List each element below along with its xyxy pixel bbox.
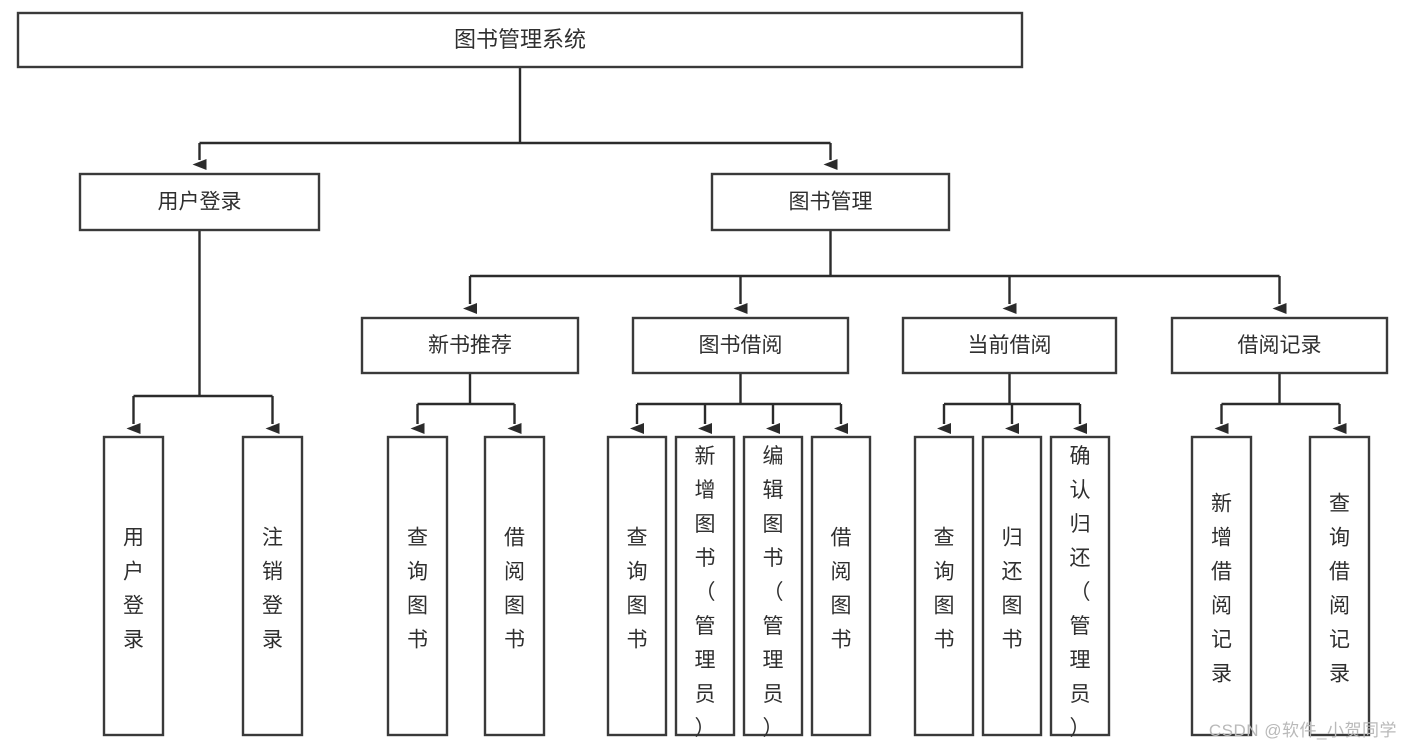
node-return-book-label: 归还图书 [1002,527,1023,652]
node-borrow-book-1-box[interactable] [483,435,546,737]
node-query-book-3-label: 查询图书 [934,527,955,652]
node-return-book[interactable]: 归还图书 [981,435,1043,737]
node-user-login-do[interactable]: 用户登录 [102,435,165,737]
node-borrow-book-2-box[interactable] [810,435,872,737]
node-book-borrow-box[interactable] [631,316,850,375]
node-root[interactable]: 图书管理系统 [16,11,1024,69]
node-add-borrow-record[interactable]: 新增借阅记录 [1190,435,1253,737]
node-query-borrow-record[interactable]: 查询借阅记录 [1308,435,1371,737]
node-root-label: 图书管理系统 [454,27,586,52]
node-query-borrow-record-box[interactable] [1308,435,1371,737]
node-query-book-2-label: 查询图书 [627,527,648,652]
node-query-book-3[interactable]: 查询图书 [913,435,975,737]
node-borrow-record-box[interactable] [1170,316,1389,375]
node-query-borrow-record-label: 查询借阅记录 [1329,493,1350,686]
node-add-book-admin-box[interactable] [674,435,736,737]
node-book-manage-box[interactable] [710,172,951,232]
node-query-book-1[interactable]: 查询图书 [386,435,449,737]
node-add-book-admin-label: 新增图书（管理员） [695,445,716,740]
node-borrow-book-2[interactable]: 借阅图书 [810,435,872,737]
node-user-login[interactable]: 用户登录 [78,172,321,232]
node-current-borrow-label: 当前借阅 [968,334,1052,357]
node-edit-book-admin-label: 编辑图书（管理员） [763,445,784,740]
node-borrow-book-2-label: 借阅图书 [831,527,852,652]
node-user-logout-box[interactable] [241,435,304,737]
node-user-login-do-box[interactable] [102,435,165,737]
node-new-book-recommend-box[interactable] [360,316,580,375]
node-layer: 图书管理系统用户登录图书管理新书推荐图书借阅当前借阅借阅记录用户登录注销登录查询… [16,11,1389,740]
node-book-borrow-label: 图书借阅 [699,334,783,357]
node-confirm-return-admin[interactable]: 确认归还（管理员） [1049,435,1111,740]
node-book-manage[interactable]: 图书管理 [710,172,951,232]
node-add-book-admin[interactable]: 新增图书（管理员） [674,435,736,740]
watermark-label: CSDN @软件_小贺同学 [1208,721,1397,740]
node-borrow-book-1[interactable]: 借阅图书 [483,435,546,737]
node-user-login-label: 用户登录 [158,191,242,214]
node-confirm-return-admin-label: 确认归还（管理员） [1070,445,1091,740]
node-user-login-box[interactable] [78,172,321,232]
node-new-book-recommend-label: 新书推荐 [428,334,512,357]
node-query-book-2-box[interactable] [606,435,668,737]
node-book-manage-label: 图书管理 [789,191,873,214]
node-user-login-do-label: 用户登录 [123,527,144,652]
node-new-book-recommend[interactable]: 新书推荐 [360,316,580,375]
node-user-logout-label: 注销登录 [262,527,283,652]
node-borrow-record-label: 借阅记录 [1238,334,1322,357]
node-add-borrow-record-label: 新增借阅记录 [1211,493,1232,686]
node-current-borrow[interactable]: 当前借阅 [901,316,1118,375]
connector-layer [126,67,1347,434]
node-query-book-1-label: 查询图书 [407,527,428,652]
node-query-book-2[interactable]: 查询图书 [606,435,668,737]
node-confirm-return-admin-box[interactable] [1049,435,1111,737]
node-return-book-box[interactable] [981,435,1043,737]
node-query-book-1-box[interactable] [386,435,449,737]
node-add-borrow-record-box[interactable] [1190,435,1253,737]
node-edit-book-admin[interactable]: 编辑图书（管理员） [742,435,804,740]
node-borrow-book-1-label: 借阅图书 [504,527,525,652]
node-user-logout[interactable]: 注销登录 [241,435,304,737]
node-book-borrow[interactable]: 图书借阅 [631,316,850,375]
node-query-book-3-box[interactable] [913,435,975,737]
node-borrow-record[interactable]: 借阅记录 [1170,316,1389,375]
node-edit-book-admin-box[interactable] [742,435,804,737]
node-current-borrow-box[interactable] [901,316,1118,375]
node-root-box[interactable] [16,11,1024,69]
